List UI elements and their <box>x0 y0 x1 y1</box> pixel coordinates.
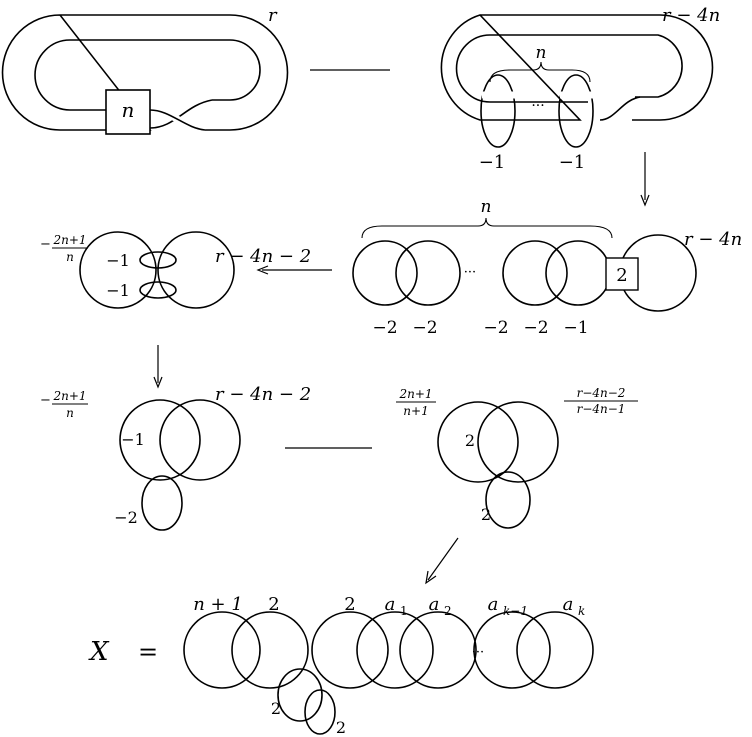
panel-6: 2n+1 n+1 r−4n−2 r−4n−1 2 2 <box>396 386 638 529</box>
arrow-6-7 <box>427 537 459 581</box>
label-ak: a <box>563 594 574 615</box>
arrowhead-2-3 <box>640 194 650 207</box>
circle-n-plus-1 <box>183 611 261 689</box>
chain-circle-3 <box>502 240 568 306</box>
lower-ring <box>141 475 183 531</box>
left-frac-den: n+1 <box>403 404 428 418</box>
chain-circle-4 <box>545 240 611 306</box>
framing-label: r − 4n <box>684 229 742 250</box>
outer-band-outer <box>1 14 289 131</box>
right-circle <box>159 399 241 481</box>
left-circle <box>437 401 519 483</box>
frac-num: 2n+1 <box>52 389 86 403</box>
coef-right: −1 <box>559 152 586 173</box>
brace-label: n <box>536 43 547 63</box>
small-coef-2: 2 <box>336 718 346 737</box>
framing-label: r <box>268 5 278 26</box>
circle-2b <box>311 611 389 689</box>
panel-1: n r <box>1 5 289 135</box>
box <box>605 257 639 291</box>
chain-circle-2 <box>395 240 461 306</box>
sub-1: 1 <box>400 604 408 618</box>
lhs-X: X <box>88 637 110 667</box>
label-2a: 2 <box>268 594 279 615</box>
meridian-right <box>558 74 594 148</box>
arrowhead-6-7 <box>425 570 437 585</box>
framing-label: r − 4n <box>662 5 720 26</box>
frac-den: n <box>66 406 74 420</box>
coef-1: 2 <box>465 431 475 450</box>
equals-sign: = <box>138 638 158 666</box>
left-circle <box>79 231 157 309</box>
twist-strand-b <box>149 109 206 131</box>
outer-band-outer <box>440 14 714 121</box>
outer-band-inner <box>455 34 683 103</box>
label-2b: 2 <box>344 594 355 615</box>
lower-ring <box>485 471 531 529</box>
coef-2: 2 <box>481 505 491 524</box>
circle-a1 <box>356 611 434 689</box>
label-a2: a <box>429 594 440 615</box>
small-coef-1: 2 <box>271 699 281 718</box>
coef-left: −1 <box>479 152 506 173</box>
circle-ak-1 <box>473 611 551 689</box>
panel-7: X = ··· n + 1 2 2 a 1 a 2 a k−1 a k 2 2 <box>88 594 594 737</box>
sub-k: k <box>578 604 585 618</box>
frac-num: 2n+1 <box>52 233 86 247</box>
panel-3: n 2 ··· −2 −2 −2 −2 −1 r − 4n <box>352 197 742 338</box>
twist-strand-a <box>149 99 213 129</box>
right-circle <box>477 401 559 483</box>
small-ring-top <box>139 251 177 269</box>
arrowhead-3-4 <box>256 265 269 275</box>
circle-ak <box>516 611 594 689</box>
dots: ··· <box>472 645 484 660</box>
circle-2a <box>231 611 309 689</box>
sub-k-1: k−1 <box>503 604 528 618</box>
twist-strand <box>599 96 641 121</box>
brace-label: n <box>481 197 492 217</box>
coef-2: −2 <box>114 508 138 527</box>
sub-2: 2 <box>444 604 452 618</box>
left-frac-num: 2n+1 <box>398 387 432 401</box>
twist-box <box>105 89 151 135</box>
right-frac-num: r−4n−2 <box>577 386 626 400</box>
chain-circle-1 <box>352 240 418 306</box>
dots: ··· <box>464 265 476 280</box>
coef-5: −1 <box>563 318 588 338</box>
label-ak-1: a <box>488 594 499 615</box>
panel-2: n ··· −1 −1 r − 4n <box>440 5 720 173</box>
framing-label: r − 4n − 2 <box>215 246 311 267</box>
brace-n <box>489 61 591 83</box>
small-ring-2 <box>304 689 336 735</box>
label-a1: a <box>385 594 396 615</box>
frac-den: n <box>66 250 74 264</box>
brace-n <box>361 217 613 239</box>
circle-a2 <box>399 611 477 689</box>
coef-2: −2 <box>412 318 437 338</box>
coef-2: −1 <box>106 281 130 300</box>
coef-4: −2 <box>523 318 548 338</box>
coef-1: −2 <box>372 318 397 338</box>
dots: ··· <box>531 98 544 114</box>
panel-4: − 2n+1 n −1 −1 r − 4n − 2 <box>40 231 311 309</box>
coef-1: −1 <box>121 430 145 449</box>
arrowhead-4-5 <box>153 376 163 389</box>
label-n-plus-1: n + 1 <box>193 594 243 615</box>
box-label: n <box>122 98 135 122</box>
meridian-left <box>480 74 516 148</box>
outer-band-inner <box>34 39 261 111</box>
coef-3: −2 <box>483 318 508 338</box>
panel-5: − 2n+1 n −1 −2 r − 4n − 2 <box>40 384 311 531</box>
right-circle <box>157 231 235 309</box>
coef-1: −1 <box>106 251 130 270</box>
box-label: 2 <box>616 265 627 286</box>
left-circle <box>119 399 201 481</box>
small-ring-1 <box>277 668 323 722</box>
framing-label: r − 4n − 2 <box>215 384 311 405</box>
frac-sign: − <box>40 393 51 408</box>
right-frac-den: r−4n−1 <box>577 402 626 416</box>
small-ring-bottom <box>139 281 177 299</box>
frac-sign: − <box>40 237 51 252</box>
